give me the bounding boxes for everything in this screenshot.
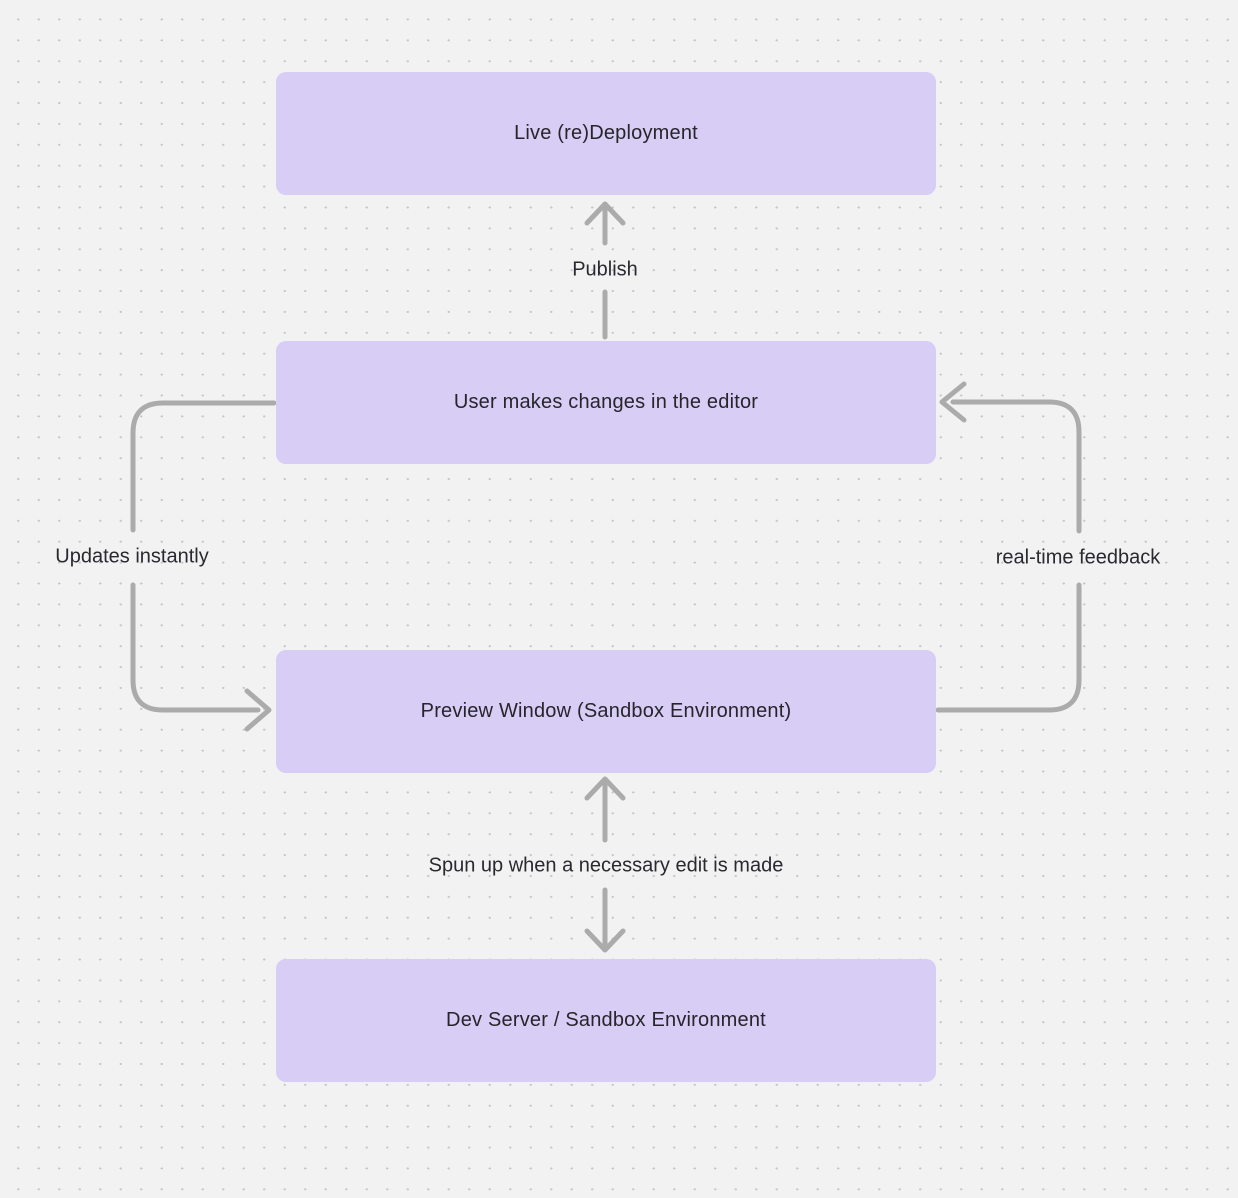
node-dev-server-label: Dev Server / Sandbox Environment (446, 1009, 766, 1031)
edge-label-real-time-feedback: real-time feedback (995, 546, 1161, 569)
node-dev-server[interactable]: Dev Server / Sandbox Environment (276, 959, 936, 1082)
real-time-feedback-arrow (935, 381, 1082, 713)
node-live-redeployment-label: Live (re)Deployment (514, 122, 698, 144)
node-preview-window-label: Preview Window (Sandbox Environment) (420, 700, 792, 722)
publish-arrow (584, 201, 626, 340)
node-user-editor[interactable]: User makes changes in the editor (276, 341, 936, 464)
edge-label-updates-instantly: Updates instantly (55, 545, 209, 568)
node-live-redeployment[interactable]: Live (re)Deployment (276, 72, 936, 195)
node-preview-window[interactable]: Preview Window (Sandbox Environment) (276, 650, 936, 773)
spun-up-arrow (584, 776, 626, 953)
edge-label-spun-up: Spun up when a necessary edit is made (428, 854, 784, 877)
updates-instantly-arrow (130, 400, 277, 732)
edge-label-publish: Publish (572, 258, 638, 281)
node-user-editor-label: User makes changes in the editor (453, 391, 759, 413)
